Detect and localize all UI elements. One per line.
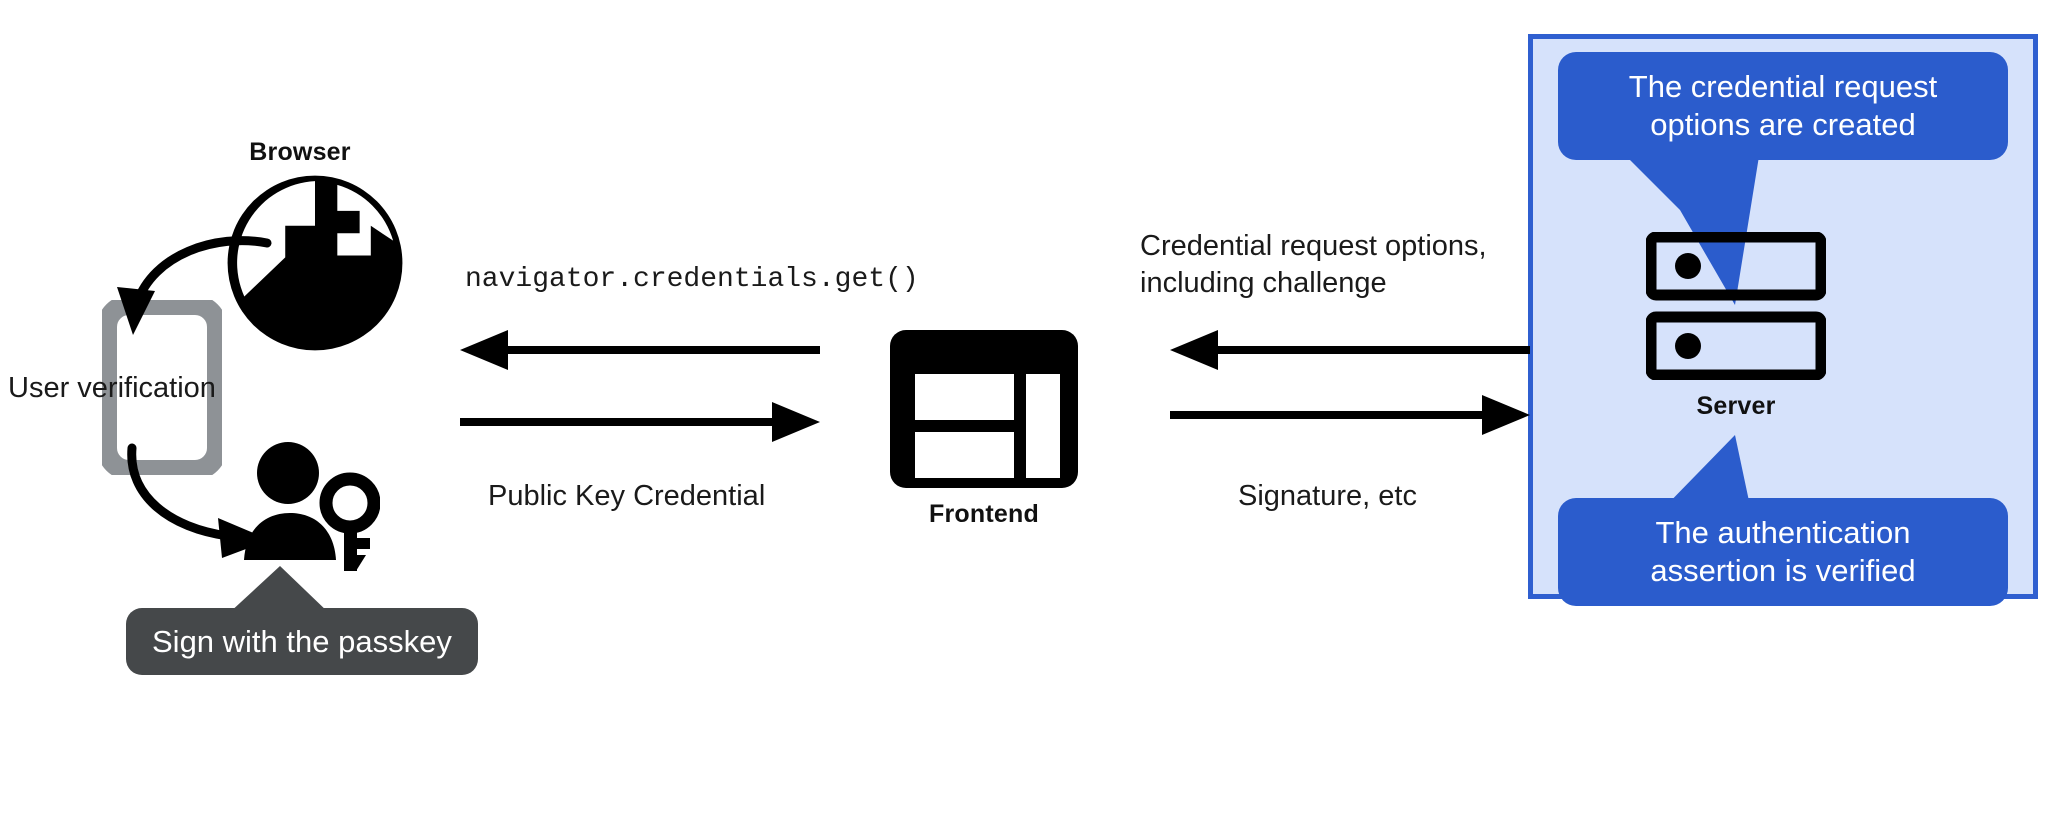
mobile-phone-icon [102,300,222,475]
message-credential-request-options: Credential request options, including ch… [1140,230,1487,300]
curved-arrow-phone-to-user [127,443,270,558]
globe-icon [227,175,403,351]
server-callout-top-tail [1620,150,1760,305]
server-callout-top: The credential request options are creat… [1558,52,2008,160]
server-callout-bottom: The authentication assertion is verified [1558,498,2008,606]
browser-label: Browser [249,138,351,166]
web-layout-icon [890,330,1078,488]
arrow-frontend-to-server [1170,395,1530,435]
passkey-callout-tail [228,566,330,614]
server-label: Server [1696,392,1776,420]
frontend-label: Frontend [929,500,1039,528]
passkey-callout: Sign with the passkey [126,608,478,676]
arrow-browser-to-frontend [460,402,820,442]
server-rack-icon [1646,232,1826,380]
arrow-server-to-frontend [1170,330,1530,370]
user-verification-label: User verification [8,372,216,404]
curved-arrow-browser-to-phone [117,236,272,335]
arrow-frontend-to-browser [460,330,820,370]
message-public-key-credential: Public Key Credential [488,480,766,512]
person-with-key-icon [244,442,380,571]
message-signature-etc: Signature, etc [1238,480,1417,512]
message-navigator-credentials-get: navigator.credentials.get() [465,264,919,295]
